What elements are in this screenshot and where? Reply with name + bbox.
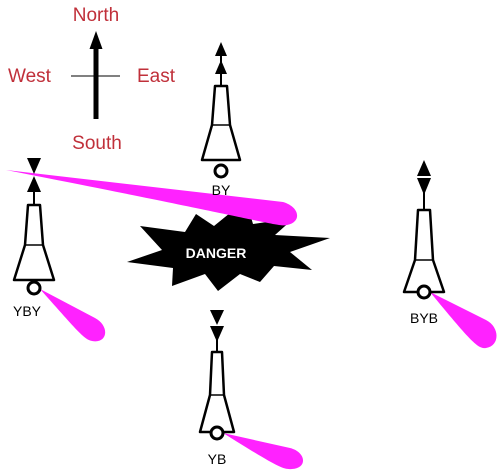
south-buoy-topmark-lower (210, 326, 224, 342)
south-buoy-light-beam (223, 433, 304, 470)
east-buoy-label: BYB (410, 310, 438, 326)
east-buoy-body (402, 208, 446, 294)
south-buoy: YB (198, 310, 304, 470)
north-buoy-light-beam (6, 170, 298, 226)
west-buoy-body (12, 203, 56, 282)
south-buoy-body (198, 350, 236, 434)
danger-label: DANGER (186, 245, 247, 261)
north-buoy-body (200, 84, 242, 162)
east-buoy-light-beam (430, 292, 497, 349)
north-buoy: BY (6, 42, 298, 226)
compass-east-label: East (137, 66, 176, 87)
west-buoy: YBY (12, 158, 106, 342)
north-buoy-label: BY (212, 182, 231, 198)
east-buoy: BYB (402, 160, 497, 349)
compass-south-label: South (72, 133, 122, 154)
north-buoy-topmark-upper (215, 42, 227, 56)
compass-north-label: North (73, 5, 119, 26)
west-buoy-topmark-lower (27, 176, 41, 192)
east-buoy-topmark-upper (417, 160, 431, 176)
compass-north-south-shaft (93, 48, 99, 119)
east-buoy-topmark-lower (417, 178, 431, 195)
north-buoy-light-ring (213, 163, 229, 179)
south-buoy-topmark-upper (210, 310, 224, 325)
west-buoy-label: YBY (13, 303, 42, 319)
compass-north-arrowhead (89, 31, 103, 49)
compass-west-label: West (8, 66, 52, 87)
east-buoy-light-ring (416, 284, 432, 300)
compass: North South West East (8, 5, 176, 154)
south-buoy-label: YB (208, 451, 227, 467)
west-buoy-topmark-upper (27, 158, 41, 174)
south-buoy-light-ring (209, 425, 225, 441)
west-buoy-light-beam (40, 289, 106, 342)
west-buoy-light-ring (26, 280, 42, 296)
